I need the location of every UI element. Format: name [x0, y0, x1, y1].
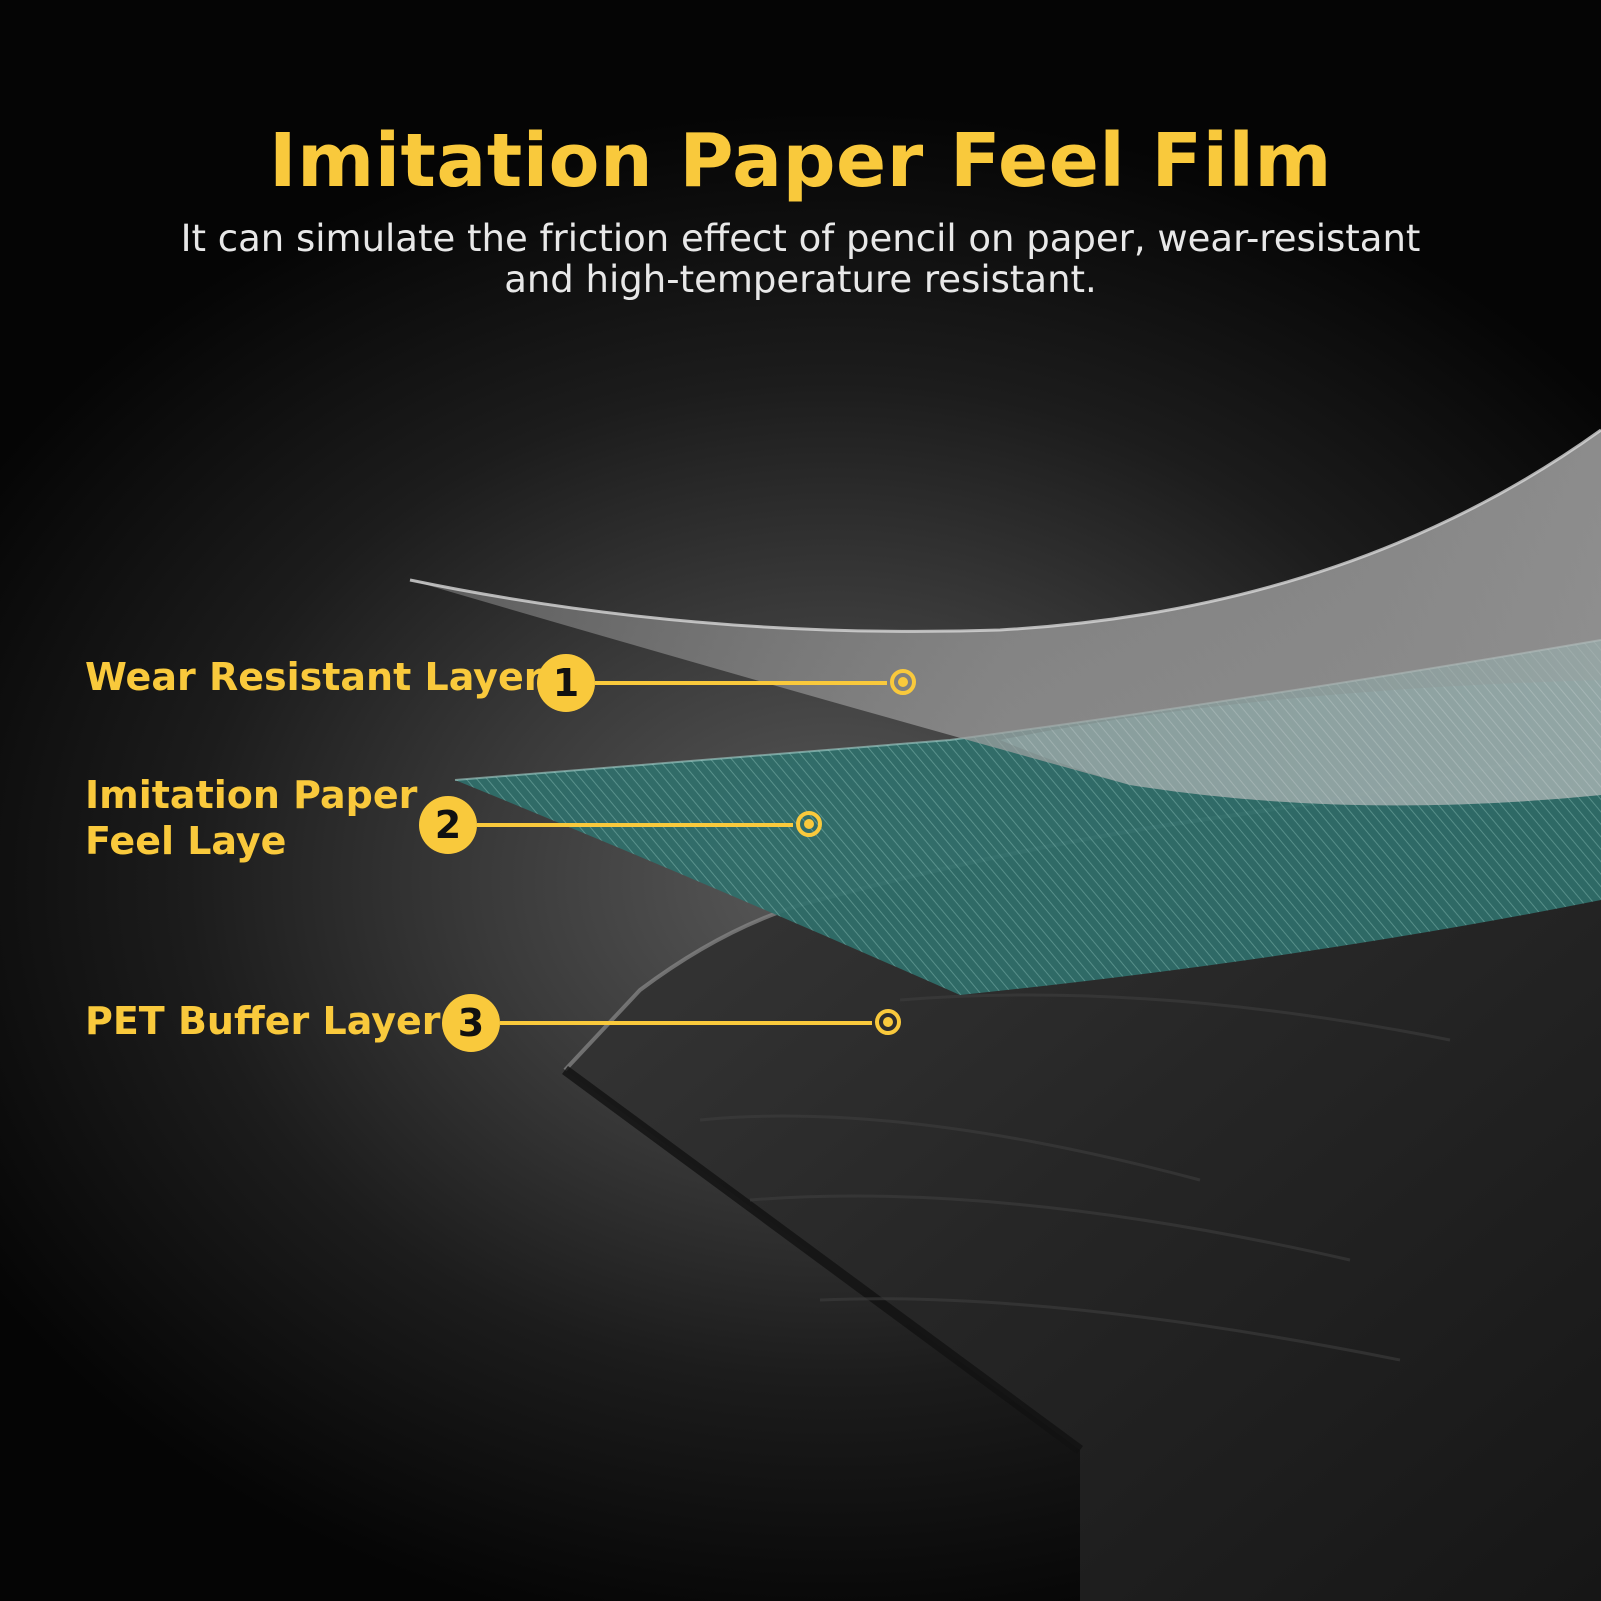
layer-2-badge: 2	[419, 796, 477, 854]
layer-2-target-dot	[804, 819, 814, 829]
page-title: Imitation Paper Feel Film	[269, 118, 1332, 204]
layer-1-target-marker	[890, 669, 916, 695]
layer-3-target-marker	[875, 1009, 901, 1035]
layer-3-label-text: PET Buffer Layer	[85, 999, 441, 1043]
wear-resistant-layer-label: Wear Resistant Layer	[85, 654, 542, 700]
layer-1-target-dot	[898, 677, 908, 687]
pet-buffer-layer-label: PET Buffer Layer	[85, 998, 440, 1044]
page-subtitle: It can simulate the friction effect of p…	[180, 217, 1421, 301]
layer-3-target-dot	[883, 1017, 893, 1027]
layer-2-connector	[477, 823, 793, 827]
layer-2-target-marker	[796, 811, 822, 837]
paper-feel-layer-label: Imitation Paper Feel Laye	[85, 772, 417, 864]
layer-1-label-text: Wear Resistant Layer	[85, 655, 543, 699]
layer-1-connector	[595, 681, 887, 685]
layer-3-badge: 3	[442, 994, 500, 1052]
layer-2-label-line1: Imitation Paper	[85, 773, 418, 817]
wear-resistant-sheet	[409, 428, 1601, 806]
layer-3-connector	[500, 1021, 872, 1025]
layer-2-label-line2: Feel Laye	[85, 819, 287, 863]
layer-1-badge: 1	[537, 654, 595, 712]
